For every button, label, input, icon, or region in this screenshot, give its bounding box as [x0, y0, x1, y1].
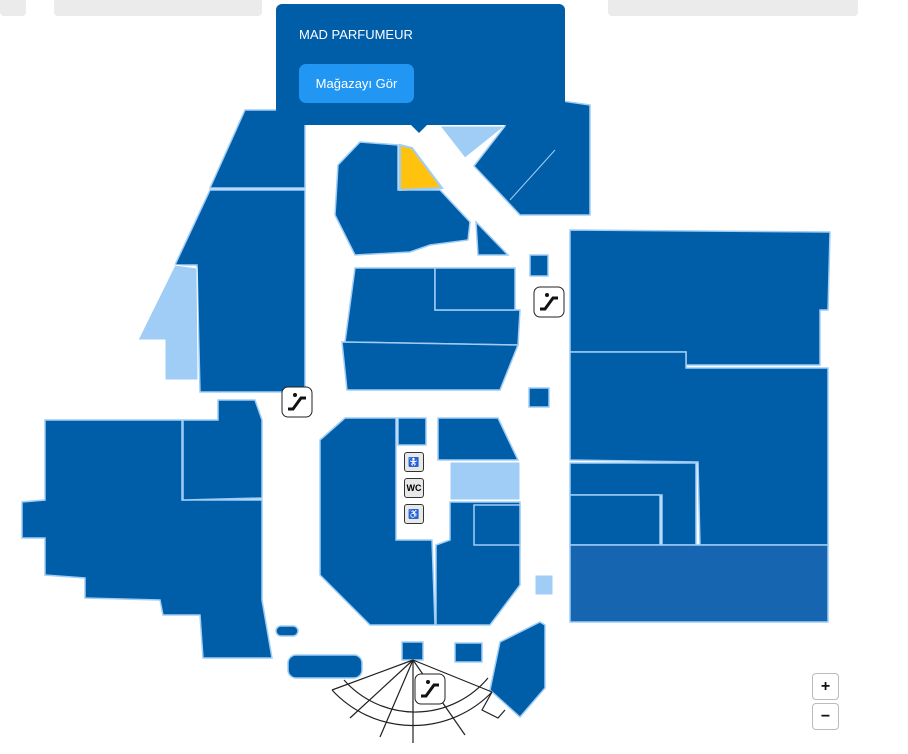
- store[interactable]: [319, 417, 436, 626]
- zoom-out-button[interactable]: −: [812, 703, 839, 730]
- popup-store-name: MAD PARFUMEUR: [299, 27, 413, 42]
- store[interactable]: [275, 625, 299, 637]
- store[interactable]: [454, 642, 483, 663]
- store[interactable]: [137, 264, 199, 381]
- top-tab[interactable]: [54, 0, 262, 16]
- store[interactable]: [569, 494, 661, 546]
- store[interactable]: [21, 419, 273, 659]
- store[interactable]: [437, 417, 520, 461]
- store[interactable]: [475, 220, 510, 256]
- wc-icon: WC: [404, 478, 424, 498]
- store-popup: MAD PARFUMEUR Mağazayı Gör: [276, 4, 565, 133]
- baby-changing-icon: 🚼: [404, 452, 424, 472]
- view-store-button[interactable]: Mağazayı Gör: [299, 64, 414, 103]
- wheelchair-icon: ♿: [404, 504, 424, 524]
- store[interactable]: [489, 621, 546, 719]
- store[interactable]: [438, 125, 507, 159]
- rotunda: [331, 659, 506, 743]
- top-tab[interactable]: [0, 0, 26, 16]
- store[interactable]: [473, 504, 521, 546]
- store[interactable]: [534, 574, 554, 596]
- store[interactable]: [528, 387, 550, 408]
- escalator-icon[interactable]: [533, 286, 565, 318]
- store[interactable]: [287, 654, 363, 679]
- escalator-icon[interactable]: [414, 673, 446, 705]
- popup-pointer: [411, 125, 427, 133]
- zoom-in-button[interactable]: +: [812, 673, 839, 700]
- store-mad-parfumeur[interactable]: [399, 143, 444, 192]
- store[interactable]: [182, 399, 263, 501]
- store[interactable]: [341, 341, 520, 391]
- store[interactable]: [449, 461, 521, 501]
- store[interactable]: [529, 254, 549, 277]
- store[interactable]: [401, 641, 424, 661]
- store[interactable]: [569, 229, 831, 366]
- store[interactable]: [397, 417, 427, 446]
- store[interactable]: [334, 141, 471, 256]
- escalator-icon[interactable]: [281, 386, 313, 418]
- stores: [21, 99, 831, 719]
- top-tab[interactable]: [608, 0, 858, 16]
- store[interactable]: [569, 544, 829, 623]
- store[interactable]: [434, 267, 516, 311]
